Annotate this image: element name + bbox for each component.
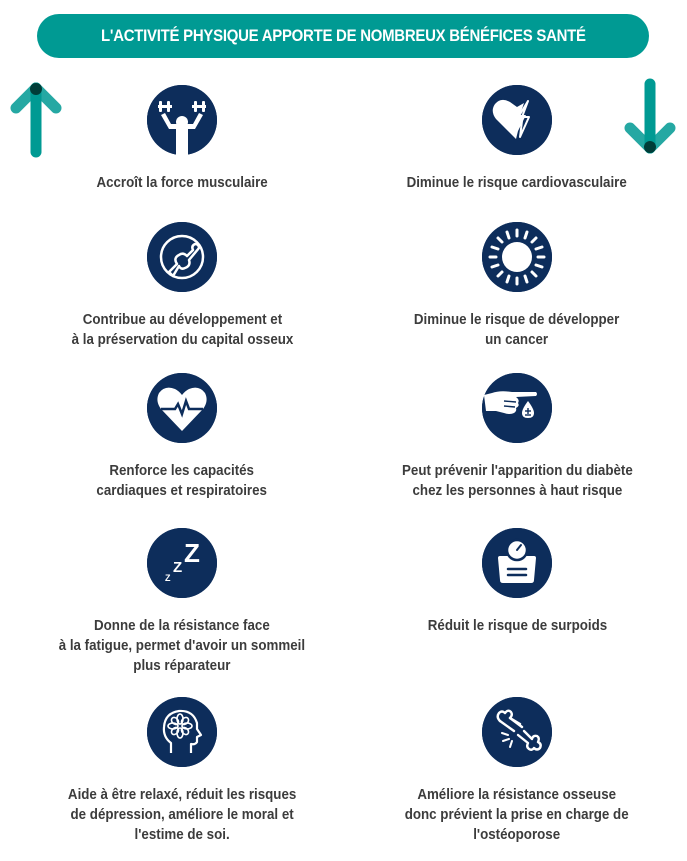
arrow-down-icon [624, 78, 676, 154]
benefit-muscle-strength: Accroît la force musculaire [22, 85, 342, 193]
weight-scale-icon [482, 528, 552, 598]
benefit-label: Diminue le risque cardiovasculaire [406, 175, 628, 191]
benefit-label: Contribue au développement et à la prése… [71, 312, 293, 348]
benefit-bone-capital: Contribue au développement et à la prése… [22, 222, 342, 350]
heartbeat-icon [147, 373, 217, 443]
benefit-label: Donne de la résistance face à la fatigue… [58, 618, 306, 674]
page-title: L'ACTIVITÉ PHYSIQUE APPORTE DE NOMBREUX … [100, 26, 586, 45]
finger-blood-drop-icon [482, 373, 552, 443]
svg-text:Z: Z [165, 573, 171, 583]
sleep-zzz-icon: Z Z Z [147, 528, 217, 598]
cancer-cell-icon [482, 222, 552, 292]
benefit-fatigue-sleep: Z Z Z Donne de la résistance face à la f… [22, 528, 342, 676]
heart-lightning-icon [482, 85, 552, 155]
benefit-bone-resistance: Améliore la résistance osseuse donc prév… [357, 697, 677, 845]
benefit-cardiovascular-risk: Diminue le risque cardiovasculaire [357, 85, 677, 193]
benefit-label: Peut prévenir l'apparition du diabète ch… [401, 463, 633, 499]
benefit-label: Réduit le risque de surpoids [427, 618, 607, 634]
mind-flower-icon [147, 697, 217, 767]
benefit-label: Diminue le risque de développer un cance… [414, 312, 620, 348]
benefit-mental-health: Aide à être relaxé, réduit les risques d… [22, 697, 342, 845]
svg-text:Z: Z [184, 538, 200, 568]
benefit-diabetes-prevention: Peut prévenir l'apparition du diabète ch… [357, 373, 677, 501]
benefit-cancer-risk: Diminue le risque de développer un cance… [357, 222, 677, 350]
benefit-label: Accroît la force musculaire [96, 175, 268, 191]
benefit-label: Renforce les capacités cardiaques et res… [96, 463, 268, 499]
title-banner: L'ACTIVITÉ PHYSIQUE APPORTE DE NOMBREUX … [37, 14, 649, 58]
arrow-up-icon [10, 82, 62, 158]
svg-text:Z: Z [173, 559, 182, 576]
weightlifter-icon [147, 85, 217, 155]
benefit-overweight-risk: Réduit le risque de surpoids [357, 528, 677, 636]
benefit-label: Aide à être relaxé, réduit les risques d… [67, 787, 297, 843]
broken-bone-icon [482, 697, 552, 767]
benefit-cardio-respiratory: Renforce les capacités cardiaques et res… [22, 373, 342, 501]
benefit-label: Améliore la résistance osseuse donc prév… [405, 787, 629, 843]
joint-bone-icon [147, 222, 217, 292]
